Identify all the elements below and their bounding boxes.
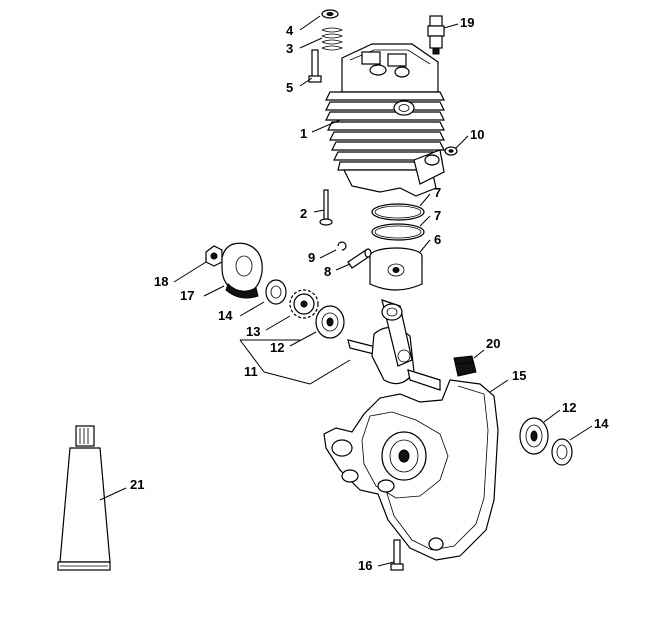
callout-9: 9 [308, 250, 315, 265]
callout-12-left: 12 [270, 340, 284, 355]
piston-ring-upper [371, 203, 425, 221]
circlip [337, 241, 347, 251]
nut [205, 245, 223, 267]
callout-10: 10 [470, 127, 484, 142]
callout-20: 20 [486, 336, 500, 351]
grease-tube [57, 425, 111, 571]
callout-4: 4 [286, 23, 294, 38]
bolt [308, 49, 322, 83]
ball-bearing-right [519, 417, 549, 455]
callout-21: 21 [130, 477, 144, 492]
callout-12-right: 12 [562, 400, 576, 415]
callout-19: 19 [460, 15, 474, 30]
valve-retainer [321, 9, 339, 19]
spark-plug [427, 15, 445, 55]
callout-15: 15 [512, 368, 526, 383]
ball-bearing [315, 305, 345, 339]
callout-14-left: 14 [218, 308, 233, 323]
screw [390, 539, 404, 571]
oil-seal [265, 279, 287, 305]
clip [453, 355, 477, 377]
callout-labels: 4 3 5 1 19 10 2 7 7 6 9 8 18 17 14 13 12… [130, 15, 609, 573]
callout-14-right: 14 [594, 416, 609, 431]
callout-7-upper: 7 [434, 185, 441, 200]
flywheel [221, 242, 263, 299]
callout-6: 6 [434, 232, 441, 247]
callout-3: 3 [286, 41, 293, 56]
cylinder [325, 43, 445, 197]
piston [369, 247, 423, 291]
crankcase [323, 379, 499, 561]
callout-7-lower: 7 [434, 208, 441, 223]
piston-ring-lower [371, 223, 425, 241]
callout-17: 17 [180, 288, 194, 303]
callout-16: 16 [358, 558, 372, 573]
valve [319, 189, 333, 226]
callout-18: 18 [154, 274, 168, 289]
callout-1: 1 [300, 126, 307, 141]
callout-2: 2 [300, 206, 307, 221]
valve-spring [321, 27, 344, 51]
callout-11: 11 [244, 364, 258, 379]
washer [444, 146, 458, 156]
crankshaft [347, 299, 441, 391]
callout-13: 13 [246, 324, 260, 339]
leader-lines [99, 15, 593, 567]
oil-seal-right [551, 438, 573, 466]
gear [289, 289, 319, 319]
callout-8: 8 [324, 264, 331, 279]
piston-pin [347, 248, 372, 269]
callout-5: 5 [286, 80, 293, 95]
